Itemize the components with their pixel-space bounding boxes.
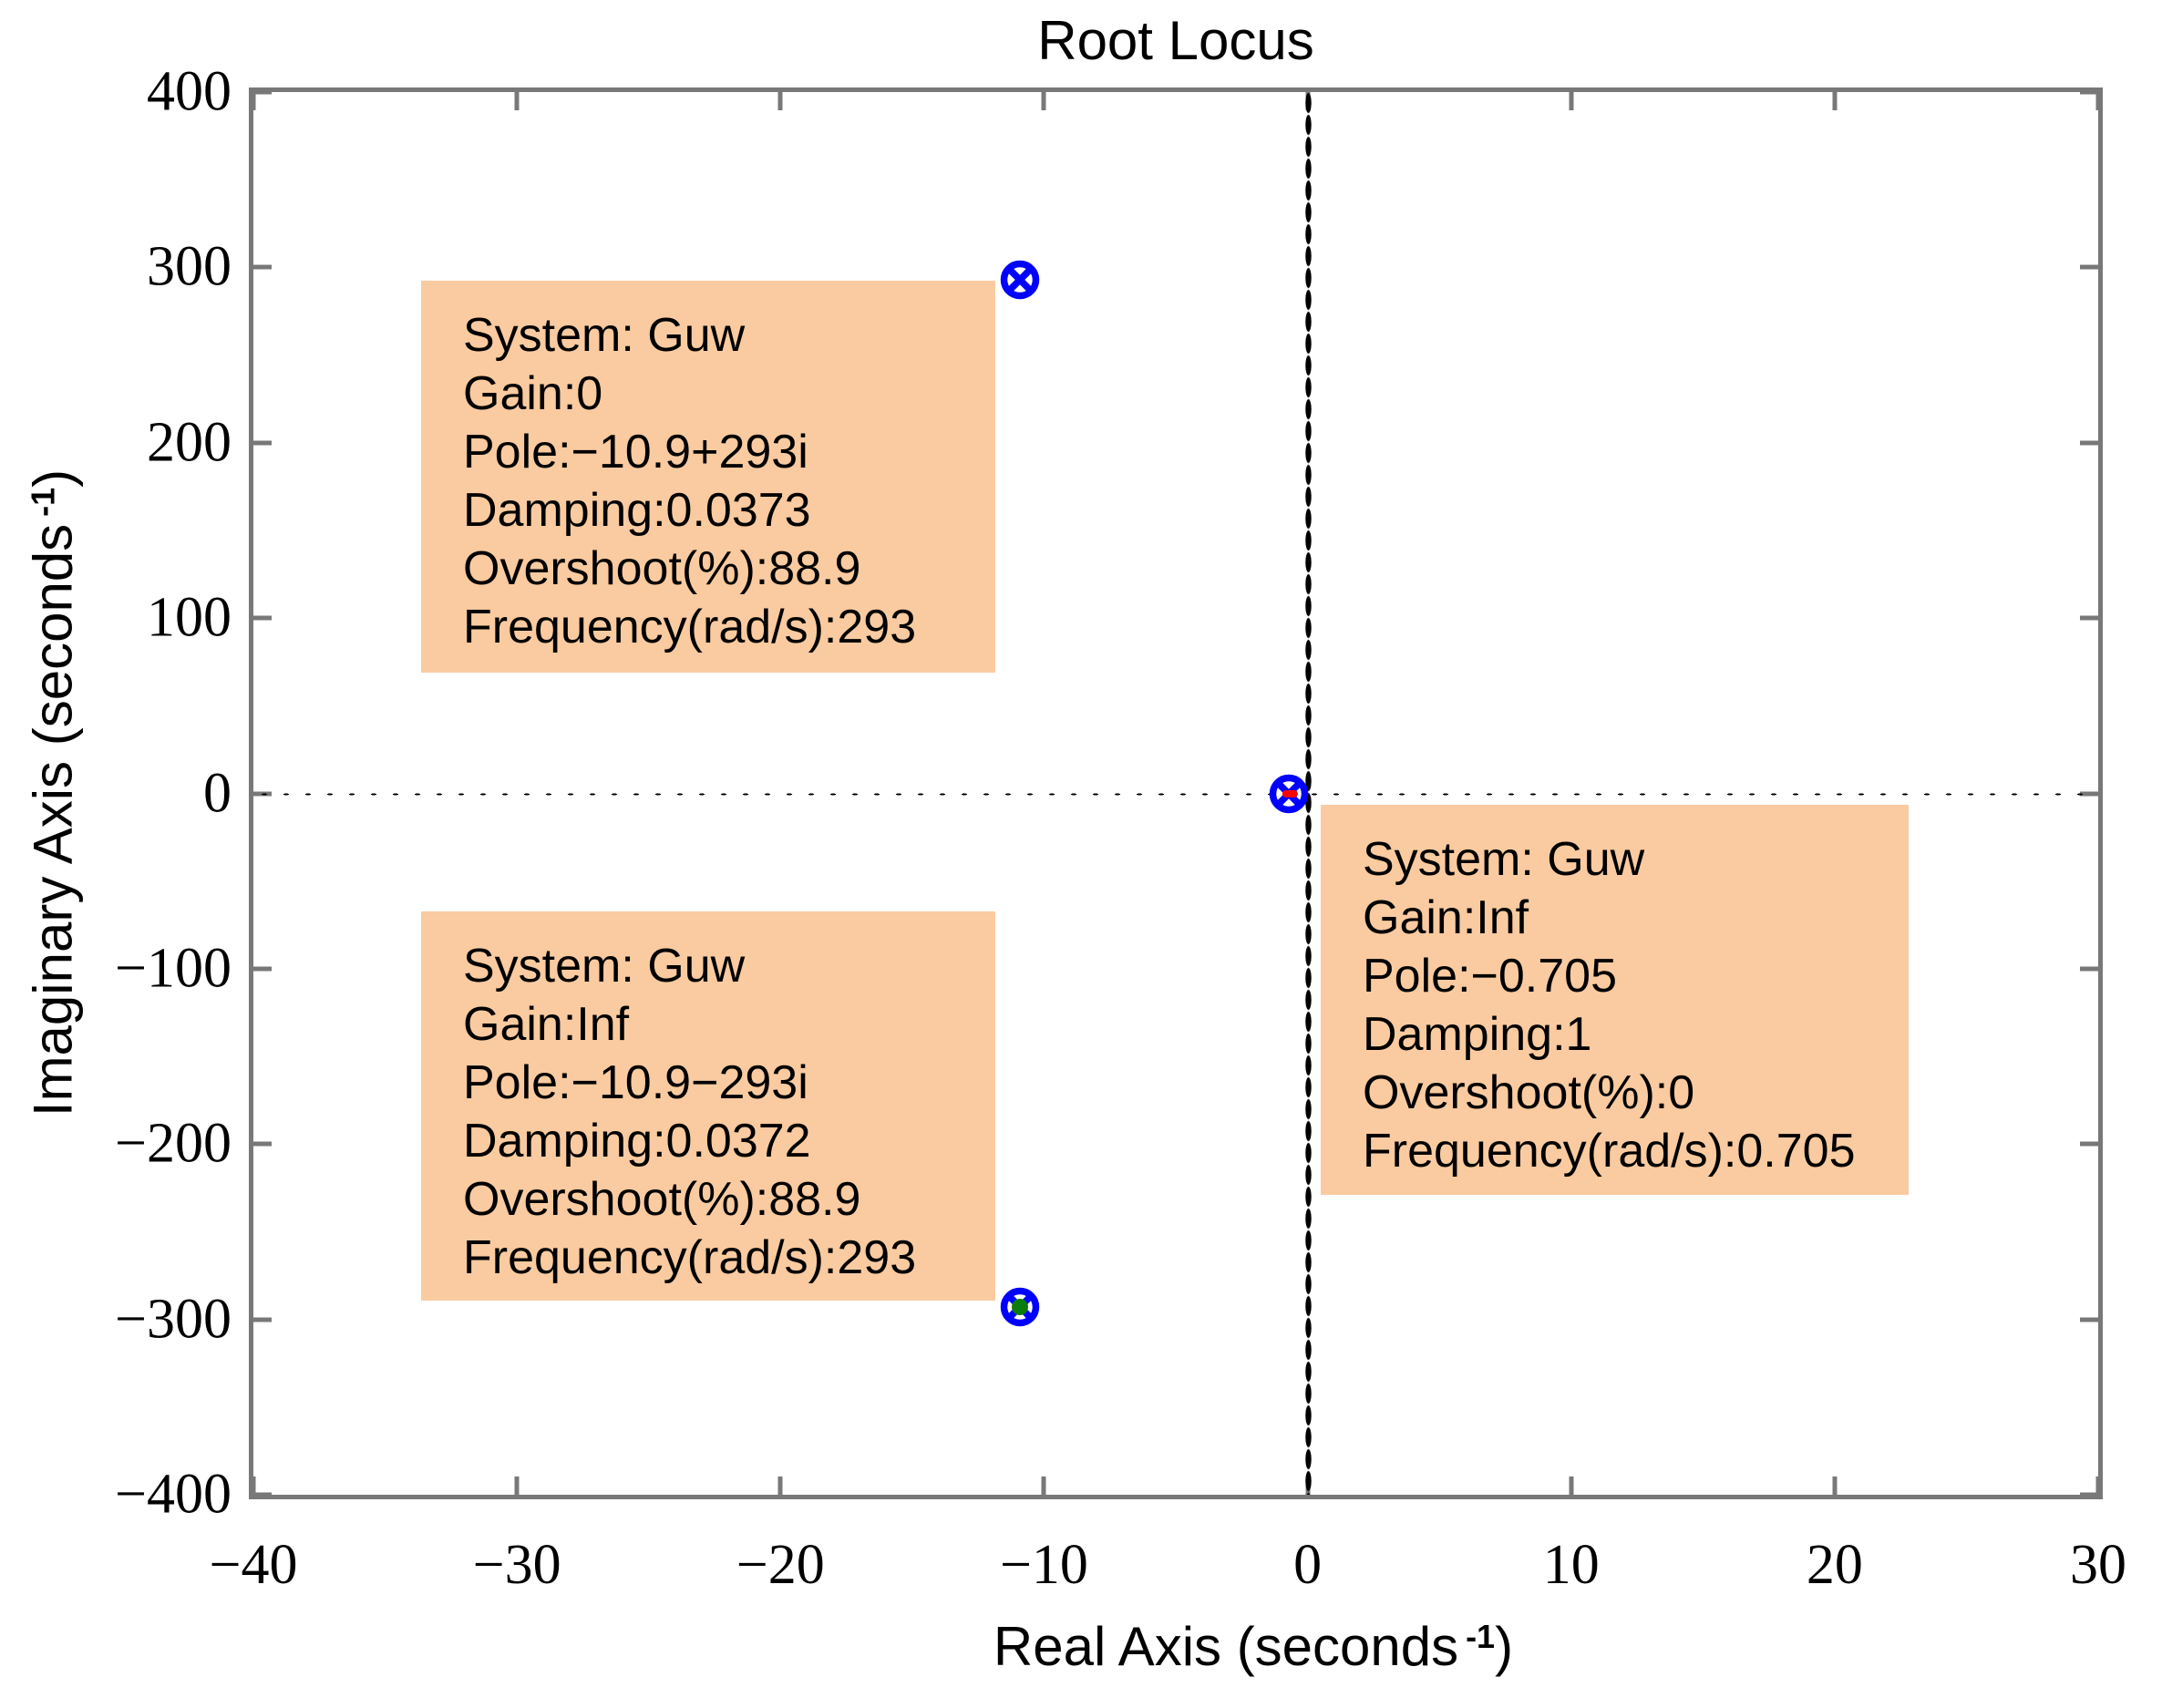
datatip-frequency: Frequency(rad/s):293	[463, 601, 917, 653]
x-tick-mark	[1569, 1476, 1574, 1495]
x-tick-mark	[777, 1476, 783, 1495]
pole-zero-marker[interactable]	[1268, 773, 1310, 815]
y-tick-label: 200	[147, 411, 232, 474]
y-tick-label: 300	[147, 235, 232, 298]
chart-title: Root Locus	[1037, 10, 1314, 71]
y-tick-mark	[2080, 264, 2098, 270]
x-axis-label-superscript: -1	[1466, 1618, 1496, 1656]
y-tick-mark	[253, 1492, 272, 1497]
y-tick-mark	[2080, 89, 2098, 95]
y-tick-label: 100	[147, 586, 232, 649]
y-axis-label: Imaginary Axis (seconds -1)	[22, 469, 85, 1116]
x-tick-mark	[1832, 1476, 1838, 1495]
x-tick-label: −40	[209, 1534, 298, 1596]
x-tick-mark	[1041, 92, 1046, 110]
y-axis-label-text: Imaginary Axis (seconds	[22, 523, 84, 1117]
x-axis-label: Real Axis (seconds-1)	[331, 1615, 2162, 1678]
datatip-pole: Pole:−10.9+293i	[463, 426, 808, 478]
datatip-overshoot: Overshoot(%):88.9	[463, 542, 861, 595]
y-tick-mark	[253, 89, 272, 95]
y-tick-mark	[2080, 966, 2098, 972]
pole-zero-marker[interactable]	[999, 259, 1041, 301]
datatip-upper-pole[interactable]: System: Guw Gain:0 Pole:−10.9+293i Dampi…	[421, 281, 995, 673]
datatip-overshoot: Overshoot(%):0	[1363, 1066, 1695, 1119]
datatip-system: System: Guw	[1363, 833, 1645, 886]
x-tick-mark	[1041, 1476, 1046, 1495]
x-tick-mark	[251, 92, 256, 110]
x-tick-mark	[1569, 92, 1574, 110]
y-tick-labels: 400 300 200 100 0 −100 −200 −300 −400	[0, 61, 237, 1526]
y-tick-mark	[2080, 1317, 2098, 1322]
x-tick-label: −10	[999, 1534, 1088, 1596]
y-tick-mark	[253, 615, 272, 621]
y-tick-mark	[253, 966, 272, 972]
y-tick-mark	[2080, 440, 2098, 446]
y-tick-mark	[2080, 1141, 2098, 1147]
x-tick-mark	[1832, 92, 1838, 110]
x-tick-labels: −40 −30 −20 −10 0 10 20 30	[210, 1533, 2126, 1606]
y-axis-label-superscript: -1	[24, 487, 62, 517]
datatip-damping: Damping:0.0372	[463, 1115, 811, 1168]
datatip-pole: Pole:−0.705	[1363, 950, 1618, 1003]
circle-x-marker-icon	[1001, 260, 1040, 300]
y-tick-mark	[2080, 1492, 2098, 1497]
datatip-zero-near-origin[interactable]: System: Guw Gain:Inf Pole:−0.705 Damping…	[1321, 805, 1909, 1195]
y-tick-label: −400	[115, 1463, 232, 1526]
zero-imaginary-axis-dotted-line	[253, 790, 2098, 797]
x-tick-mark	[2095, 92, 2101, 110]
selected-datatip-dot	[1012, 1299, 1029, 1316]
x-tick-label: −30	[472, 1534, 561, 1596]
x-tick-mark	[514, 92, 520, 110]
y-tick-label: 0	[203, 762, 232, 824]
y-tick-mark	[253, 440, 272, 446]
datatip-system: System: Guw	[463, 309, 746, 362]
datatip-frequency: Frequency(rad/s):0.705	[1363, 1125, 1856, 1178]
y-tick-mark	[253, 1317, 272, 1322]
x-tick-label: 10	[1542, 1534, 1600, 1596]
x-tick-label: 20	[1806, 1534, 1863, 1596]
datatip-damping: Damping:0.0373	[463, 484, 811, 537]
datatip-lower-pole[interactable]: System: Guw Gain:Inf Pole:−10.9−293i Dam…	[421, 911, 995, 1301]
datatip-gain: Gain:0	[463, 367, 603, 420]
y-tick-mark	[253, 264, 272, 270]
datatip-pole: Pole:−10.9−293i	[463, 1056, 808, 1109]
root-locus-segment	[1282, 789, 1299, 797]
datatip-gain: Gain:Inf	[1363, 891, 1529, 944]
y-axis-label-close: )	[22, 468, 84, 488]
y-tick-mark	[253, 1141, 272, 1147]
y-tick-label: −200	[115, 1112, 232, 1175]
x-tick-mark	[777, 92, 783, 110]
x-axis-label-text: Real Axis (seconds	[993, 1616, 1459, 1677]
datatip-gain: Gain:Inf	[463, 998, 630, 1051]
y-tick-label: −100	[115, 937, 232, 1000]
x-tick-mark	[251, 1476, 256, 1495]
x-tick-label: −20	[736, 1534, 825, 1596]
x-tick-label: 0	[1293, 1534, 1323, 1596]
x-tick-mark	[514, 1476, 520, 1495]
datatip-overshoot: Overshoot(%):88.9	[463, 1173, 861, 1226]
y-tick-label: −300	[115, 1288, 232, 1351]
x-axis-label-close: )	[1495, 1616, 1514, 1677]
y-tick-label: 400	[147, 60, 232, 123]
x-tick-mark	[2095, 1476, 2101, 1495]
datatip-frequency: Frequency(rad/s):293	[463, 1231, 917, 1284]
datatip-system: System: Guw	[463, 940, 746, 993]
datatip-damping: Damping:1	[1363, 1008, 1592, 1061]
x-tick-label: 30	[2070, 1534, 2126, 1596]
pole-zero-marker[interactable]	[999, 1286, 1041, 1328]
y-tick-mark	[2080, 615, 2098, 621]
